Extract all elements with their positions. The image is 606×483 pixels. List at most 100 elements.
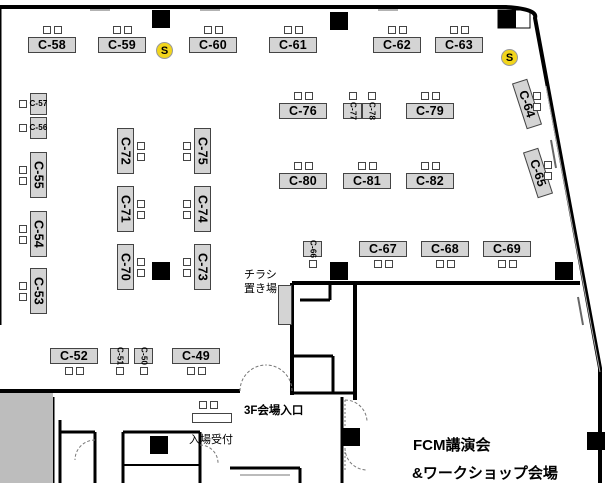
booth-c-76[interactable]: C-76 <box>279 103 327 119</box>
booth-label: C-57 <box>29 99 48 108</box>
booth-label: C-77 <box>348 101 358 121</box>
booth-c-72[interactable]: C-72 <box>117 128 134 174</box>
booth-chairs <box>19 281 27 301</box>
booth-c-60[interactable]: C-60 <box>189 37 237 53</box>
reception-label: 入場受付 <box>189 434 233 446</box>
booth-label: C-71 <box>118 195 133 223</box>
booth-c-63[interactable]: C-63 <box>435 37 483 53</box>
booth-label: C-56 <box>29 123 48 132</box>
booth-c-51[interactable]: C-51 <box>110 347 129 365</box>
chair <box>19 235 27 244</box>
chair <box>497 260 506 268</box>
booth-c-62[interactable]: C-62 <box>373 37 421 53</box>
chair <box>42 26 51 34</box>
booth-chairs <box>293 92 313 100</box>
chair <box>435 260 444 268</box>
pillar <box>555 262 573 280</box>
booth-chairs <box>420 92 440 100</box>
booth-c-66[interactable]: C-66 <box>303 239 322 259</box>
booth-label: C-81 <box>353 174 381 188</box>
booth-label: C-68 <box>431 242 459 256</box>
chair <box>293 92 302 100</box>
booth-label: C-66 <box>308 239 318 259</box>
booth-c-69[interactable]: C-69 <box>483 241 531 257</box>
flyer-stand <box>278 285 292 325</box>
booth-c-77[interactable]: C-77 <box>343 101 362 121</box>
chair <box>368 162 377 170</box>
chair <box>19 292 27 301</box>
booth-c-56[interactable]: C-56 <box>29 117 48 139</box>
booth-label: C-53 <box>31 277 46 305</box>
booth-c-79[interactable]: C-79 <box>406 103 454 119</box>
booth-label: C-59 <box>108 38 136 52</box>
booth-c-74[interactable]: C-74 <box>194 186 211 232</box>
booth-c-75[interactable]: C-75 <box>194 128 211 174</box>
booth-c-49[interactable]: C-49 <box>172 348 220 364</box>
chair <box>533 92 541 100</box>
chair <box>112 26 121 34</box>
chair <box>137 152 145 161</box>
booth-label: C-49 <box>182 349 210 363</box>
chair <box>283 26 292 34</box>
chair <box>183 199 191 208</box>
chair <box>533 103 541 111</box>
booth-c-57[interactable]: C-57 <box>29 93 48 115</box>
hall-title-line2: &ワークショップ会場 <box>412 465 558 482</box>
booth-chairs <box>112 26 132 34</box>
pillar <box>152 262 170 280</box>
chair <box>203 26 212 34</box>
booth-c-73[interactable]: C-73 <box>194 244 211 290</box>
chair <box>197 367 206 375</box>
chair <box>544 172 552 180</box>
chair <box>387 26 396 34</box>
pillar <box>330 262 348 280</box>
pillar <box>342 428 360 446</box>
booth-chairs <box>183 257 191 277</box>
booth-chairs <box>533 92 541 111</box>
booth-c-70[interactable]: C-70 <box>117 244 134 290</box>
booth-chairs <box>544 161 552 180</box>
chair <box>431 162 440 170</box>
staff-s-badge: S <box>501 49 518 66</box>
chair <box>19 224 27 233</box>
booth-c-53[interactable]: C-53 <box>30 268 47 314</box>
booth-label: C-78 <box>367 101 377 121</box>
chair <box>139 367 148 375</box>
booth-c-52[interactable]: C-52 <box>50 348 98 364</box>
booth-c-58[interactable]: C-58 <box>28 37 76 53</box>
booth-chairs <box>367 92 376 100</box>
chair <box>199 401 207 409</box>
booth-c-81[interactable]: C-81 <box>343 173 391 189</box>
chair <box>210 401 218 409</box>
booth-chairs <box>373 260 393 268</box>
booth-c-67[interactable]: C-67 <box>359 241 407 257</box>
booth-c-55[interactable]: C-55 <box>30 152 47 198</box>
booth-c-59[interactable]: C-59 <box>98 37 146 53</box>
booth-c-82[interactable]: C-82 <box>406 173 454 189</box>
booth-label: C-73 <box>195 253 210 281</box>
chair <box>308 260 317 268</box>
flyer-stand-label: チラシ 置き場 <box>244 269 277 295</box>
booth-c-71[interactable]: C-71 <box>117 186 134 232</box>
chair <box>137 268 145 277</box>
booth-c-50[interactable]: C-50 <box>134 347 153 365</box>
booth-chairs <box>19 165 27 185</box>
booth-chairs <box>137 141 145 161</box>
booth-c-54[interactable]: C-54 <box>30 211 47 257</box>
booth-label: C-55 <box>31 161 46 189</box>
chair <box>508 260 517 268</box>
booth-c-78[interactable]: C-78 <box>362 101 381 121</box>
booth-c-68[interactable]: C-68 <box>421 241 469 257</box>
chair <box>137 199 145 208</box>
booth-chairs <box>186 367 206 375</box>
booth-label: C-75 <box>195 137 210 165</box>
booth-c-80[interactable]: C-80 <box>279 173 327 189</box>
booth-c-61[interactable]: C-61 <box>269 37 317 53</box>
booth-chairs <box>435 260 455 268</box>
chair <box>137 257 145 266</box>
booth-chairs <box>420 162 440 170</box>
booth-chairs <box>203 26 223 34</box>
pillar <box>330 12 348 30</box>
chair <box>19 281 27 290</box>
